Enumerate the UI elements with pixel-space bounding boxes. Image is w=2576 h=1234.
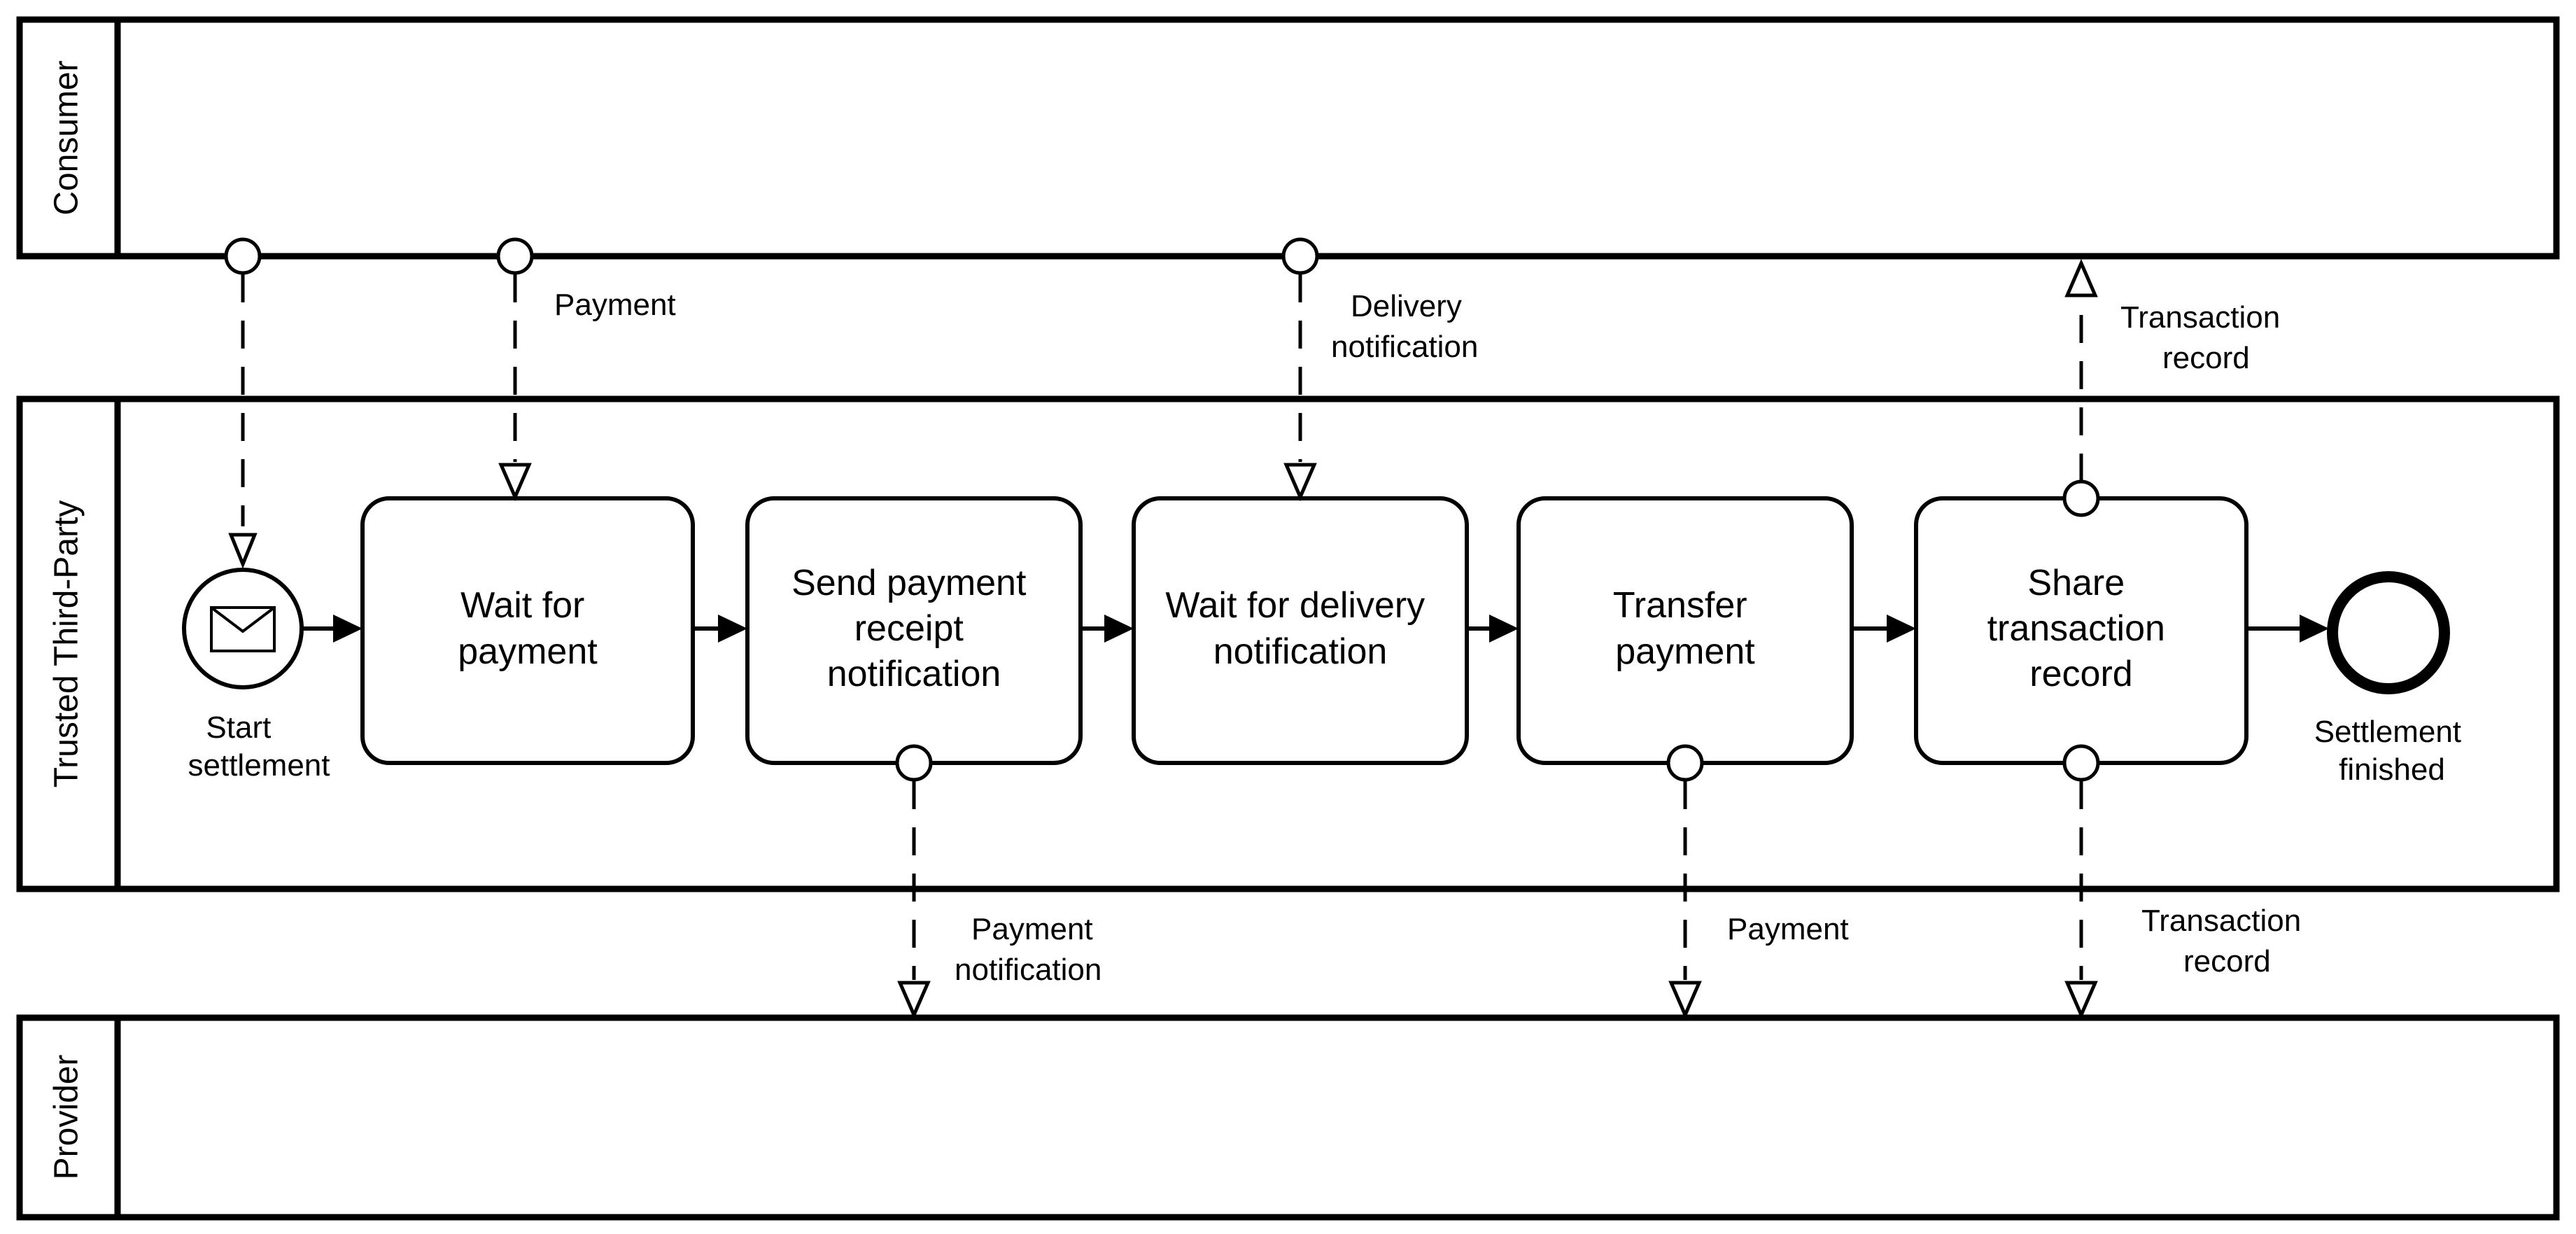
message-label-delivery-in: Delivery notification [1331, 289, 1478, 364]
task-send-receipt-line-2: receipt [854, 608, 964, 649]
flow-arrowhead [1489, 615, 1519, 643]
svg-text:Wait for delivery notifi: Wait for delivery notification [1165, 585, 1435, 672]
message-flow-consumer-to-start [224, 237, 262, 569]
task-wait-delivery-line-1: Wait for delivery [1165, 585, 1425, 626]
flow-arrowhead [333, 615, 363, 643]
task-wait-for-payment-line-1: Wait for [460, 585, 584, 626]
message-label-record-out-consumer: Transaction record [2120, 300, 2288, 375]
start-event[interactable] [182, 568, 304, 689]
task-send-receipt-line-3: notification [827, 654, 1001, 694]
message-flow-record-to-consumer [2062, 258, 2100, 517]
pool-provider: Provider [16, 1014, 2560, 1221]
pool-trusted-third-party-label: Trusted Third-Party [48, 500, 85, 788]
pool-consumer: Consumer [16, 16, 2560, 260]
message-label-payment-notification-out: Payment notification [955, 912, 1102, 987]
task-wait-for-payment[interactable]: Wait for payment [360, 496, 695, 765]
message-label-payment-out: Payment [1727, 912, 1849, 946]
task-wait-for-payment-line-2: payment [458, 631, 598, 672]
task-transfer-payment[interactable]: Transfer payment [1516, 496, 1854, 765]
task-wait-delivery-line-2: notification [1213, 631, 1388, 672]
message-label-payment-in: Payment [554, 288, 676, 322]
message-flow-payment-notification-out [895, 744, 933, 1020]
task-share-transaction-record[interactable]: Share transaction record [1914, 496, 2248, 765]
flow-arrowhead [718, 615, 747, 643]
task-share-line-3: record [2029, 654, 2132, 694]
task-share-line-2: transaction [1987, 608, 2165, 649]
task-transfer-line-2: payment [1615, 631, 1755, 672]
flow-arrowhead [2300, 615, 2329, 643]
envelope-icon [210, 606, 276, 652]
sequence-flows [303, 615, 2329, 643]
task-share-line-1: Share [2027, 563, 2125, 603]
task-send-payment-receipt-notification[interactable]: Send payment receipt notification [745, 496, 1083, 765]
flow-arrowhead [1104, 615, 1134, 643]
pool-provider-label: Provider [48, 1055, 85, 1180]
task-wait-for-delivery-notification[interactable]: Wait for delivery notification [1132, 496, 1469, 765]
svg-text:Send payment receipt: Send payment receipt notification [791, 563, 1036, 694]
svg-text:Share transaction: Share transaction record [1987, 563, 2176, 694]
message-flow-record-to-provider [2062, 744, 2100, 1020]
svg-text:Transfer payment: Transfer payment [1613, 585, 1757, 672]
end-event-label: Settlement finished [2314, 715, 2470, 787]
start-event-label: Start settlement [188, 710, 330, 783]
message-label-record-out-provider: Transaction record [2141, 904, 2309, 979]
task-transfer-line-1: Transfer [1613, 585, 1747, 626]
pool-consumer-label: Consumer [48, 60, 85, 215]
flow-arrowhead [1887, 615, 1916, 643]
svg-text:Wait for payment: Wait for payment [458, 585, 598, 672]
message-flow-payment-in [496, 237, 534, 502]
task-send-receipt-line-1: Send payment [791, 563, 1027, 603]
message-flow-payment-out [1666, 744, 1704, 1020]
message-flow-delivery-in [1281, 237, 1319, 502]
end-event[interactable] [2327, 571, 2450, 694]
